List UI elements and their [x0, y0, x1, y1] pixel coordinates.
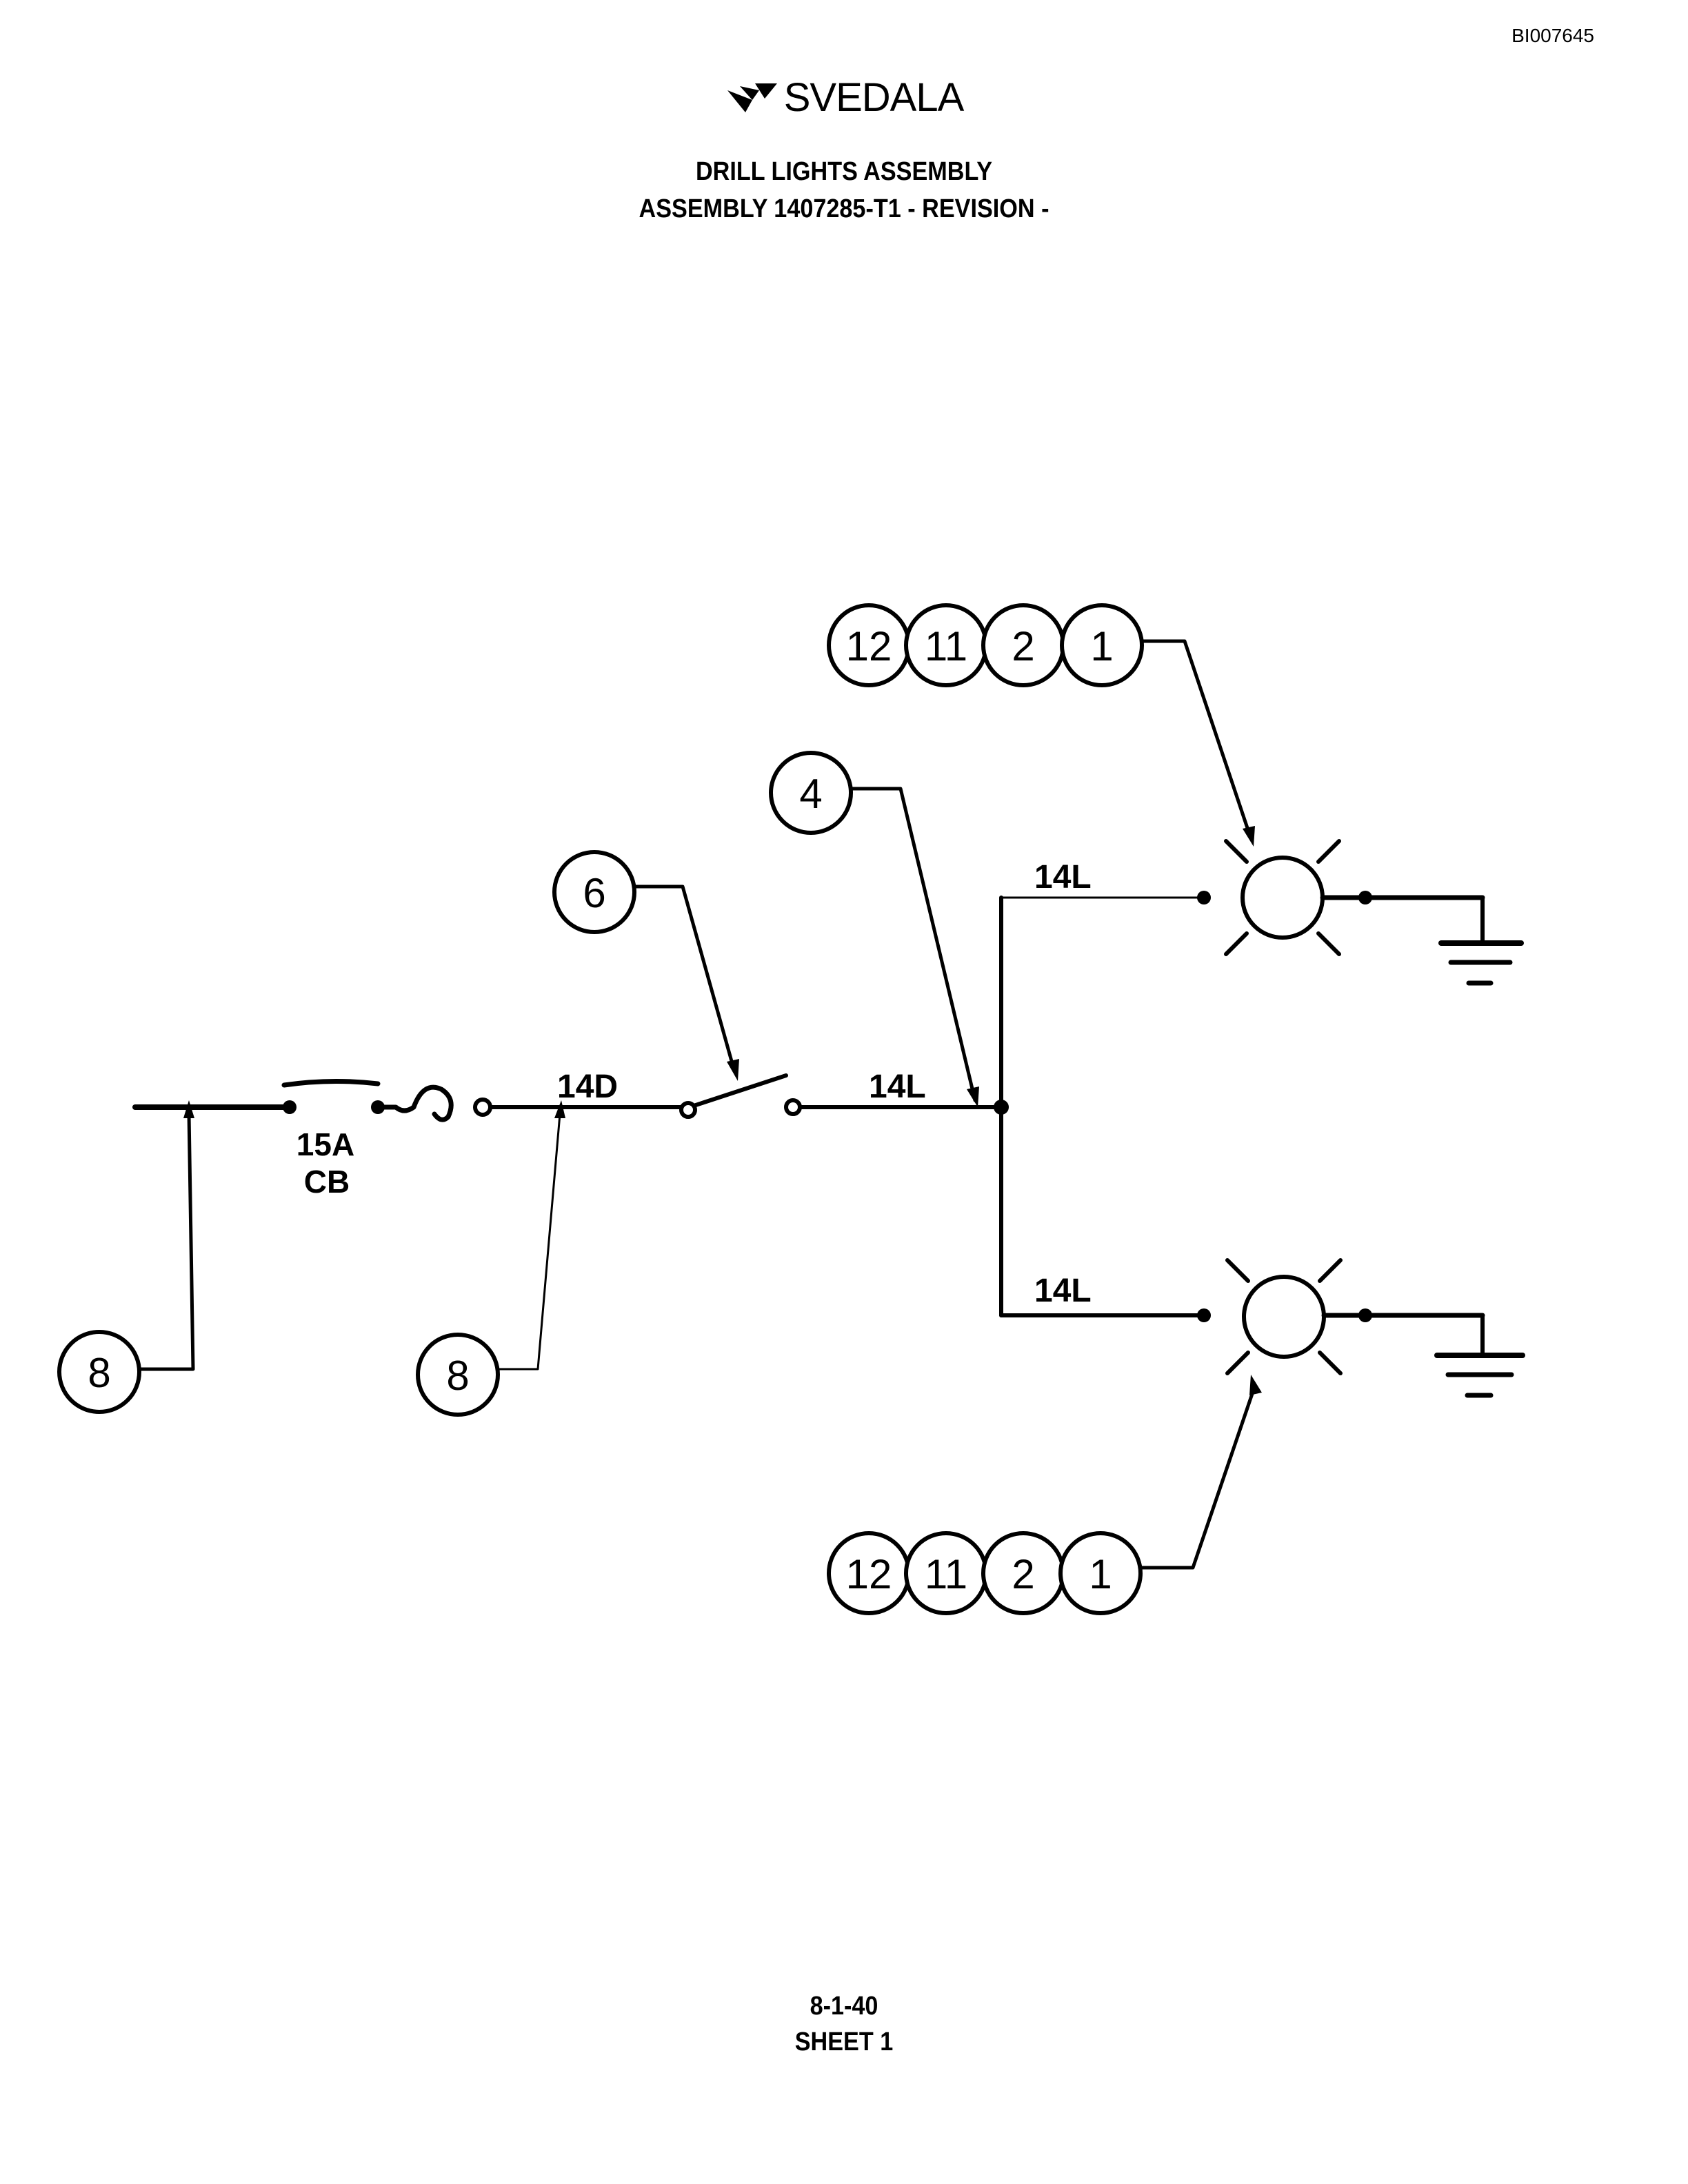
brand-name: SVEDALA: [783, 75, 965, 120]
callout-8-right: [416, 1333, 500, 1417]
leader-upper-lamp: [1140, 639, 1252, 836]
leader-4: [849, 787, 977, 1102]
sheet-number: SHEET 1: [794, 2028, 894, 2056]
drawing-title: DRILL LIGHTS ASSEMBLY: [695, 157, 993, 186]
callout-8-left: [57, 1330, 141, 1414]
lower-callout-number: 1: [1089, 1551, 1112, 1597]
upper-lamp-icon: [1224, 839, 1341, 956]
wire-label-main: 14L: [869, 1069, 926, 1105]
circuit-breaker-fuse: [382, 1084, 454, 1122]
svedala-logo-mark-icon: [727, 83, 777, 112]
upper-callout-number: 1: [1090, 623, 1113, 669]
upper-lamp-callouts: [827, 603, 1144, 687]
drawing-footer: 8-1-40 SHEET 1: [84, 1988, 1603, 2060]
lower-lamp-terminal-in: [1197, 1308, 1211, 1322]
wire-label-feed: 14D: [557, 1069, 618, 1105]
callout-8-right-number: 8: [446, 1353, 469, 1399]
document-id: BI007645: [1511, 25, 1594, 46]
lower-callout-number: 11: [925, 1551, 967, 1597]
callout-6-number: 6: [583, 870, 605, 916]
leader-lower-lamp: [1138, 1384, 1257, 1570]
leader-6: [632, 884, 736, 1071]
cb-terminal-left: [283, 1100, 297, 1114]
breaker-rating-label: 15A: [297, 1126, 354, 1162]
page-number: 8-1-40: [810, 1992, 878, 2021]
drawing-header: DRILL LIGHTS ASSEMBLY ASSEMBLY 1407285-T…: [84, 153, 1603, 228]
drawing-subtitle: ASSEMBLY 1407285-T1 - REVISION -: [639, 194, 1049, 223]
callout-6: [552, 850, 636, 934]
upper-callout-number: 12: [846, 623, 892, 669]
breaker-type-label: CB: [304, 1164, 350, 1200]
circuit-breaker-lever: [281, 1078, 381, 1088]
toggle-switch-blade: [692, 1073, 788, 1108]
wire-label-upper: 14L: [1034, 859, 1092, 896]
lower-callout-number: 12: [846, 1551, 892, 1597]
leader-8-right: [496, 1113, 561, 1371]
lower-lamp-callouts: [827, 1531, 1143, 1615]
upper-lamp-terminal-in: [1197, 891, 1211, 904]
switch-terminal-left: [679, 1101, 697, 1119]
wire-label-lower: 14L: [1034, 1273, 1092, 1309]
upper-ground-icon: [1438, 940, 1524, 986]
callout-4-number: 4: [799, 771, 822, 817]
lower-lamp-terminal-out: [1358, 1308, 1372, 1322]
lower-ground-icon: [1434, 1353, 1525, 1398]
callout-8-left-number: 8: [88, 1350, 110, 1396]
upper-callout-number: 2: [1012, 623, 1034, 669]
upper-callout-number: 11: [925, 623, 967, 669]
svedala-logo: SVEDALA: [0, 74, 1688, 121]
upper-lamp-terminal-out: [1358, 891, 1372, 904]
cb-terminal-right: [371, 1100, 385, 1114]
callout-4: [769, 751, 853, 835]
leader-8-left: [137, 1112, 195, 1371]
cb-output-terminal: [473, 1098, 492, 1117]
lower-callout-number: 2: [1012, 1551, 1034, 1597]
